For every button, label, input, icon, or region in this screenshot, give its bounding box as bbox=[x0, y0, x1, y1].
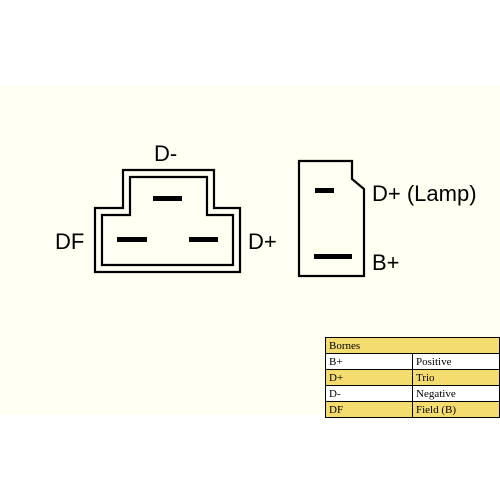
left-connector-outline bbox=[93, 168, 242, 274]
legend-description: Positive bbox=[412, 353, 500, 370]
legend-terminal: DF bbox=[325, 401, 413, 418]
pin-d-plus bbox=[189, 237, 218, 242]
pin-d-plus-lamp bbox=[315, 188, 334, 193]
left-connector-inner-outline bbox=[100, 175, 235, 267]
label-df: DF bbox=[55, 229, 84, 254]
legend-title: Bornes bbox=[325, 337, 500, 354]
label-d-minus: D- bbox=[154, 141, 177, 166]
legend-row: B+ Positive bbox=[325, 353, 500, 370]
legend-row: D+ Trio bbox=[325, 369, 500, 386]
legend-terminal: B+ bbox=[325, 353, 413, 370]
pin-b-plus bbox=[314, 254, 352, 259]
legend-description: Negative bbox=[412, 385, 500, 402]
label-b-plus: B+ bbox=[372, 250, 400, 275]
legend-description: Trio bbox=[412, 369, 500, 386]
terminal-legend-table: Bornes B+ Positive D+ Trio D- Negative D… bbox=[325, 337, 500, 418]
legend-terminal: D- bbox=[325, 385, 413, 402]
legend-row: D- Negative bbox=[325, 385, 500, 402]
label-d-plus-left: D+ bbox=[248, 229, 277, 254]
legend-row: DF Field (B) bbox=[325, 401, 500, 418]
legend-header-row: Bornes bbox=[325, 337, 500, 354]
pin-df bbox=[117, 237, 147, 242]
right-connector-outline bbox=[297, 159, 366, 278]
pin-d-minus bbox=[153, 196, 182, 201]
legend-description: Field (B) bbox=[412, 401, 500, 418]
legend-terminal: D+ bbox=[325, 369, 413, 386]
label-d-plus-lamp: D+ (Lamp) bbox=[372, 181, 477, 206]
